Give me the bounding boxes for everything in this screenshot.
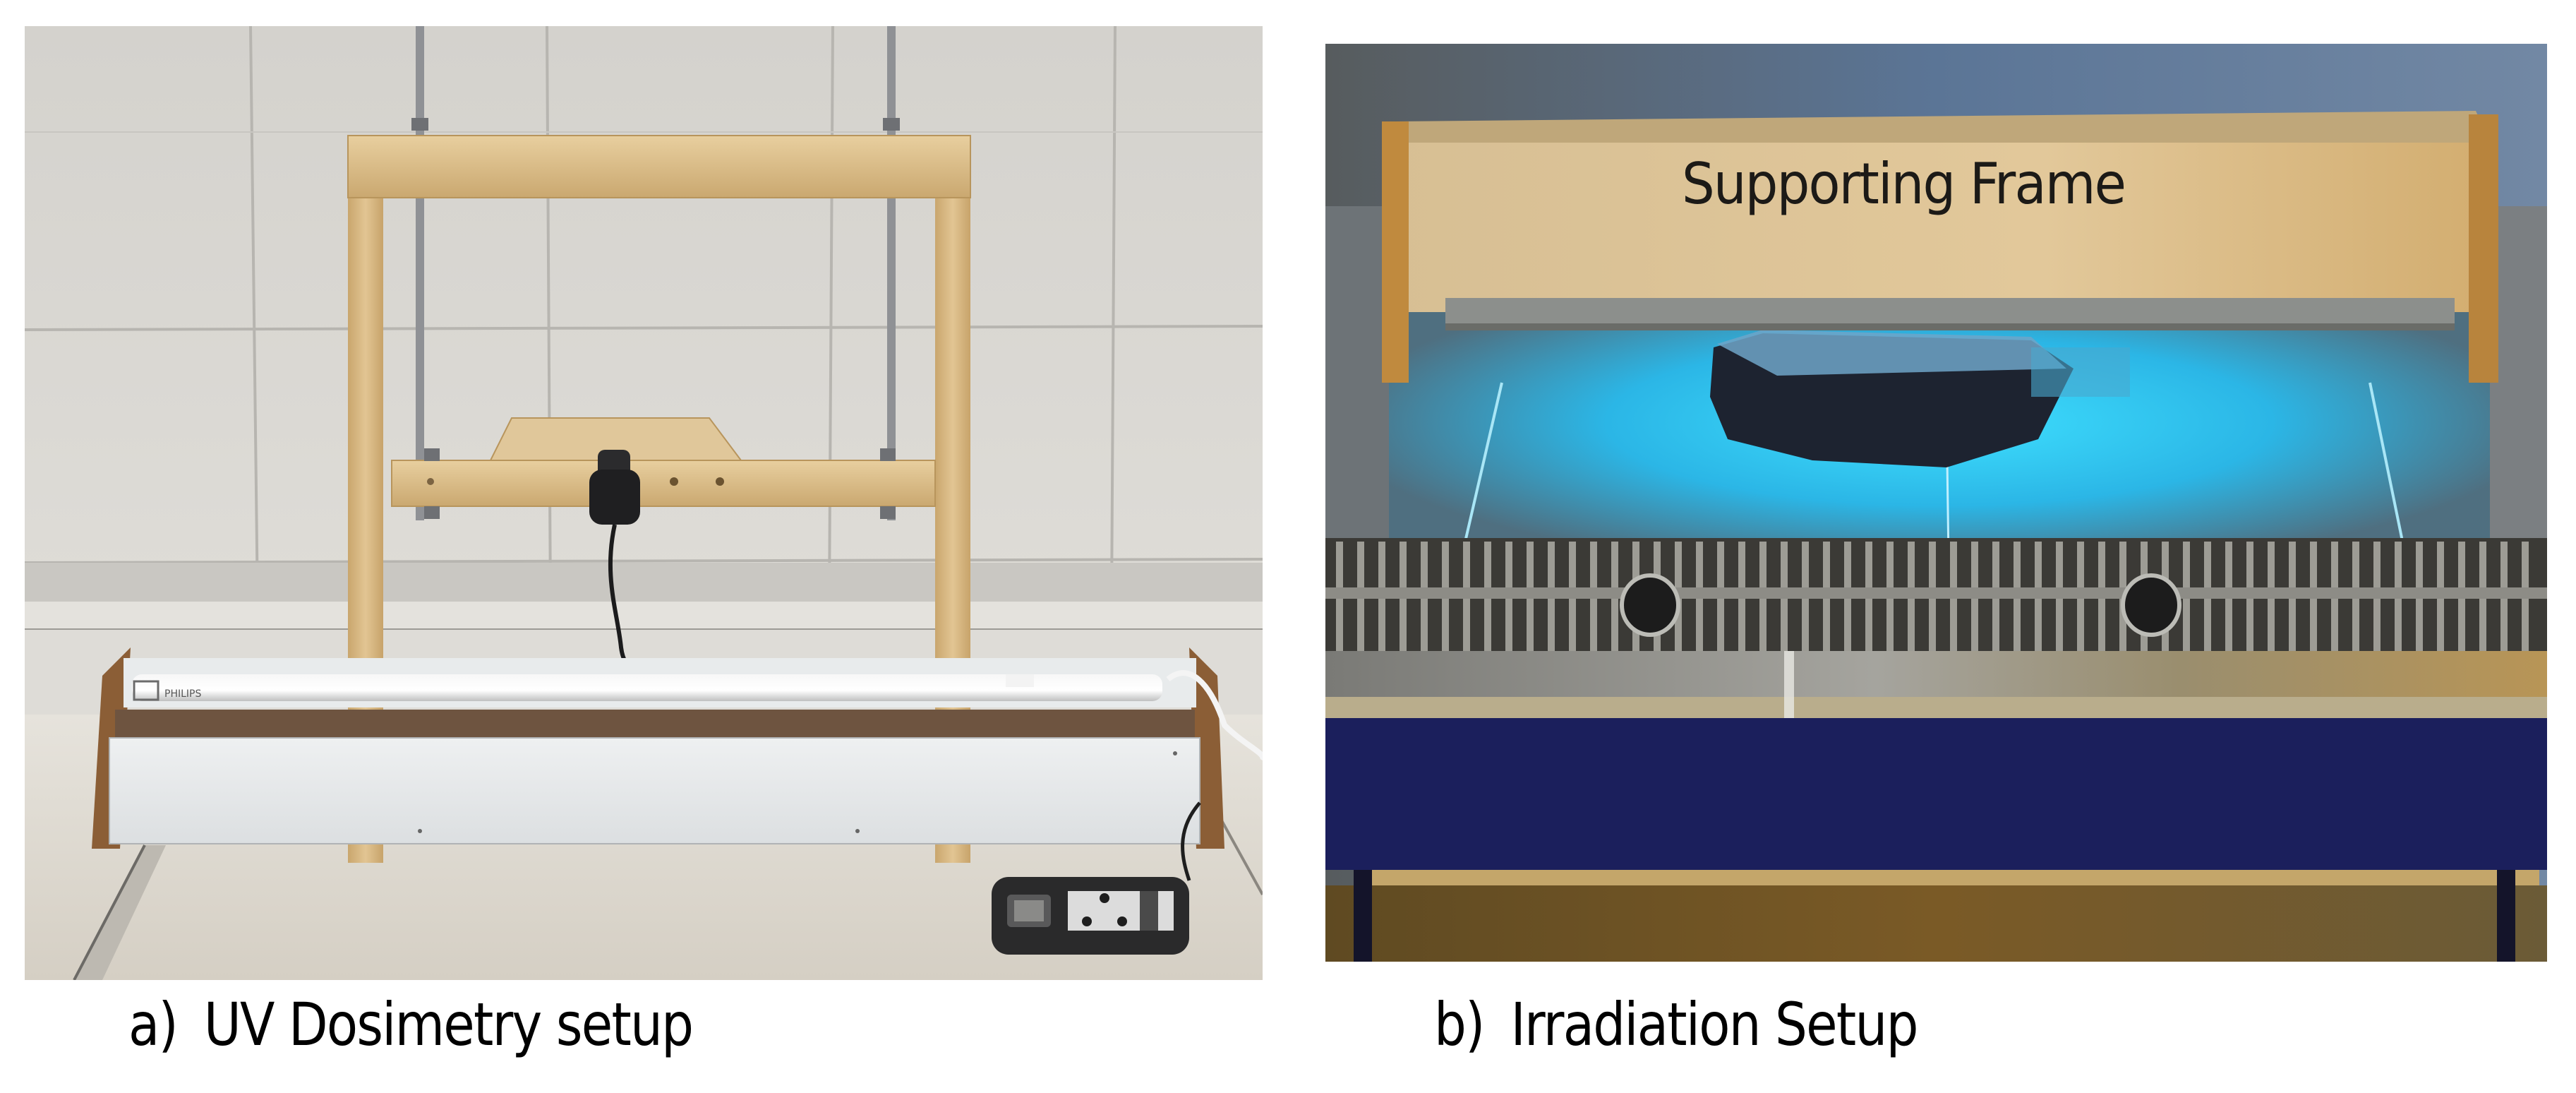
steel-work-surface xyxy=(1325,651,2547,700)
caption-b-text: Irradiation Setup xyxy=(1510,990,1918,1059)
caption-a-text: UV Dosimetry setup xyxy=(203,990,694,1059)
caption-a: a) UV Dosimetry setup xyxy=(128,990,694,1059)
wall-tile-grid xyxy=(25,26,1263,606)
wooden-frame xyxy=(347,135,971,863)
supporting-frame xyxy=(1382,111,2498,383)
ventilation-grille xyxy=(1325,538,2547,658)
blue-cabinet-front xyxy=(1325,718,2547,870)
uv-dosimetry-scene: PHILIPS xyxy=(25,26,1263,980)
caption-b-label: b) xyxy=(1434,990,1485,1059)
caption-a-label: a) xyxy=(128,990,179,1059)
caption-b: b) Irradiation Setup xyxy=(1434,990,1918,1059)
photo-irradiation-setup: Supporting Frame xyxy=(1325,44,2547,962)
wrapped-sample xyxy=(1710,330,2130,467)
uv-radiometer-meter xyxy=(992,877,1189,955)
lamp-brand-text: PHILIPS xyxy=(164,688,201,700)
supporting-frame-label: Supporting Frame xyxy=(1682,151,2126,217)
photo-uv-dosimetry-setup: PHILIPS xyxy=(25,26,1263,980)
irradiation-scene xyxy=(1325,44,2547,962)
uv-lamp-box: PHILIPS xyxy=(92,647,1263,881)
